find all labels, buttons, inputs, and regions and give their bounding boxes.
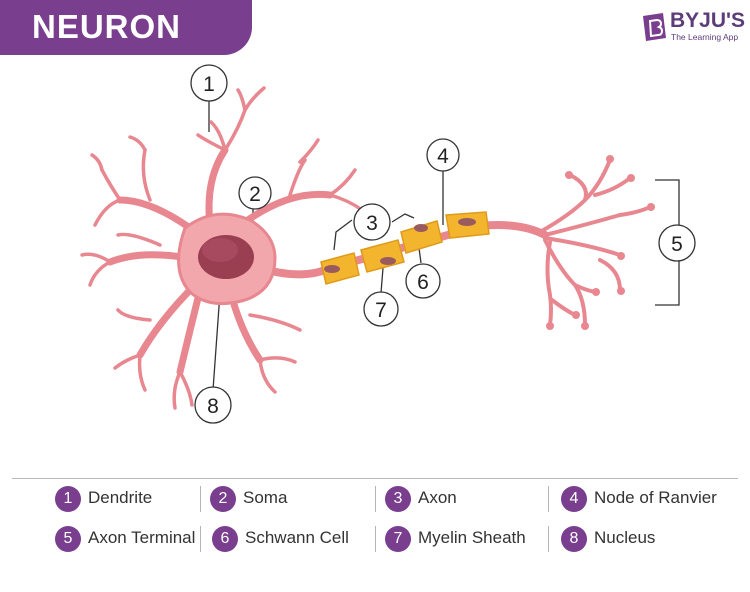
myelin-sheath (320, 211, 490, 285)
legend-divider (12, 478, 738, 479)
callout-number: 1 (203, 73, 215, 96)
brand-logo: BYJU'S The Learning App (641, 9, 745, 46)
legend-badge: 1 (55, 486, 81, 512)
legend-label: Axon (418, 488, 457, 507)
legend-label: Axon Terminal (88, 528, 196, 547)
callout-8: 8 (194, 386, 232, 424)
legend-separator (548, 486, 549, 512)
callout-number: 7 (375, 299, 387, 322)
callout-1: 1 (190, 64, 228, 102)
legend-separator (200, 486, 201, 512)
callout-6: 6 (405, 263, 441, 299)
legend-separator (200, 526, 201, 552)
callout-number: 3 (366, 212, 378, 235)
callout-number: 6 (417, 271, 429, 294)
legend-label: Dendrite (88, 488, 153, 507)
callout-3: 3 (353, 203, 391, 241)
legend-badge: 6 (212, 526, 238, 552)
callout-number: 2 (249, 183, 261, 206)
schwann-cell (360, 239, 405, 273)
schwann-cell (400, 220, 443, 254)
callout-number: 4 (437, 145, 449, 168)
callout-5: 5 (658, 224, 696, 262)
callout-4: 4 (426, 138, 460, 172)
callout-number: 5 (671, 233, 683, 256)
brand-name: BYJU'S (670, 9, 746, 32)
schwann-cell (320, 252, 360, 285)
legend-badge: 5 (55, 526, 81, 552)
legend-label: Nucleus (594, 528, 656, 547)
legend-badge: 8 (561, 526, 587, 552)
legend-badge: 2 (210, 486, 236, 512)
legend-badge: 3 (385, 486, 411, 512)
legend-label: Soma (243, 488, 288, 507)
brand-tagline: The Learning App (671, 32, 739, 42)
legend-badge: 4 (561, 486, 587, 512)
legend-separator (375, 486, 376, 512)
legend-label: Schwann Cell (245, 528, 349, 547)
schwann-cell (445, 211, 490, 239)
callout-7: 7 (363, 291, 399, 327)
legend-label: Myelin Sheath (418, 528, 526, 547)
callout-number: 8 (207, 395, 219, 418)
callout-2: 2 (238, 176, 272, 210)
legend-separator (548, 526, 549, 552)
legend-label: Node of Ranvier (594, 488, 717, 507)
nucleus-highlight (202, 238, 238, 262)
byjus-logo-icon (643, 13, 666, 41)
title-banner: NEURON (0, 0, 252, 55)
axon-terminal-bulbs (546, 155, 655, 330)
page-title: NEURON (32, 8, 182, 45)
legend-badge: 7 (385, 526, 411, 552)
neuron-diagram: 1 2 3 4 5 6 7 8 (80, 64, 696, 424)
legend-separator (375, 526, 376, 552)
axon-terminal-branches (538, 158, 652, 327)
